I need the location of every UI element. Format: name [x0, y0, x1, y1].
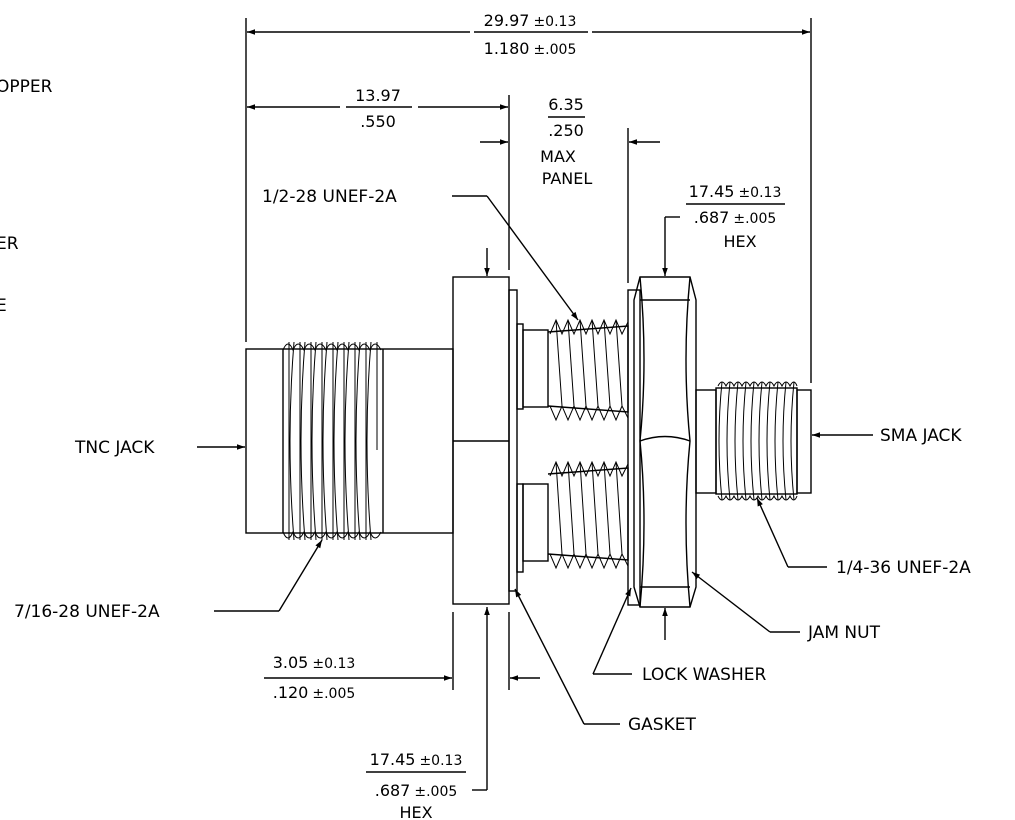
overall-length-dimension: 29.97±0.13 1.180±.005 [247, 11, 810, 58]
svg-text:29.97±0.13: 29.97±0.13 [484, 11, 577, 30]
jam-hex-label: HEX [723, 232, 756, 251]
svg-text:.120±.005: .120±.005 [273, 683, 356, 702]
tnc-body [245, 348, 454, 534]
overall-mm-tol: ±0.13 [533, 14, 576, 30]
max-panel-dimension: 6.35 .250 MAX PANEL [480, 95, 660, 188]
panel-thread-label: 1/2-28 UNEF-2A [262, 187, 397, 207]
extension-lines [245, 18, 812, 690]
note-fragment-1: OPPER [0, 77, 53, 97]
tnc-thread [282, 341, 382, 541]
gasket-label: GASKET [628, 715, 696, 735]
flange-mm: 3.05 [273, 653, 309, 672]
svg-text:3.05±0.13: 3.05±0.13 [273, 653, 356, 672]
lock-washer-label: LOCK WASHER [642, 665, 766, 685]
gasket [508, 289, 524, 592]
max-panel-in: .250 [548, 121, 584, 140]
tnc-length-dimension: 13.97 .550 [247, 86, 508, 131]
jam-nut-hex-dimension: 17.45±0.13 .687±.005 HEX [662, 182, 785, 640]
callout-sma-thread: 1/4-36 UNEF-2A [756, 497, 971, 578]
body-hex-mm-tol: ±0.13 [419, 753, 462, 769]
jam-hex-mm-tol: ±0.13 [738, 185, 781, 201]
callout-sma-jack: SMA JACK [812, 426, 962, 446]
body-hex-flange [452, 276, 510, 605]
flange-in-tol: ±.005 [312, 686, 355, 702]
callout-tnc-jack: TNC JACK [74, 438, 245, 458]
svg-text:1.180±.005: 1.180±.005 [484, 39, 577, 58]
svg-text:.687±.005: .687±.005 [694, 208, 777, 227]
panel-thread [522, 318, 629, 570]
callout-tnc-thread: 7/16-28 UNEF-2A [14, 539, 323, 622]
tnc-thread-label: 7/16-28 UNEF-2A [14, 602, 160, 622]
body-hex-in-tol: ±.005 [414, 784, 457, 800]
svg-text:17.45±0.13: 17.45±0.13 [370, 750, 463, 769]
max-panel-mm: 6.35 [548, 95, 584, 114]
overall-mm: 29.97 [484, 11, 530, 30]
tnc-jack-label: TNC JACK [74, 438, 155, 458]
max-panel-label-2: PANEL [542, 169, 593, 188]
callout-gasket: GASKET [514, 588, 696, 735]
svg-text:17.45±0.13: 17.45±0.13 [689, 182, 782, 201]
body-hex-dimension: 17.45±0.13 .687±.005 HEX [366, 248, 490, 820]
note-fragment-3: E [0, 296, 7, 316]
jam-nut-label: JAM NUT [807, 623, 881, 643]
callout-jam-nut: JAM NUT [691, 571, 881, 643]
sma-body [695, 381, 812, 501]
flange-dimension: 3.05±0.13 .120±.005 [264, 653, 540, 702]
svg-text:.687±.005: .687±.005 [375, 781, 458, 800]
jam-hex-mm: 17.45 [689, 182, 735, 201]
sma-jack-label: SMA JACK [880, 426, 962, 446]
flange-mm-tol: ±0.13 [312, 656, 355, 672]
body-hex-in: .687 [375, 781, 411, 800]
max-panel-label-1: MAX [540, 147, 576, 166]
tnc-length-in: .550 [360, 112, 396, 131]
sma-thread-label: 1/4-36 UNEF-2A [836, 558, 971, 578]
jam-hex-in: .687 [694, 208, 730, 227]
body-hex-mm: 17.45 [370, 750, 416, 769]
overall-in-tol: ±.005 [533, 42, 576, 58]
flange-in: .120 [273, 683, 309, 702]
overall-in: 1.180 [484, 39, 530, 58]
callout-panel-thread: 1/2-28 UNEF-2A [262, 187, 579, 321]
body-hex-label: HEX [399, 803, 432, 820]
callout-lock-washer: LOCK WASHER [592, 587, 766, 685]
jam-hex-in-tol: ±.005 [733, 211, 776, 227]
jam-nut [633, 276, 697, 608]
tnc-length-mm: 13.97 [355, 86, 401, 105]
note-fragment-2: ER [0, 234, 19, 254]
